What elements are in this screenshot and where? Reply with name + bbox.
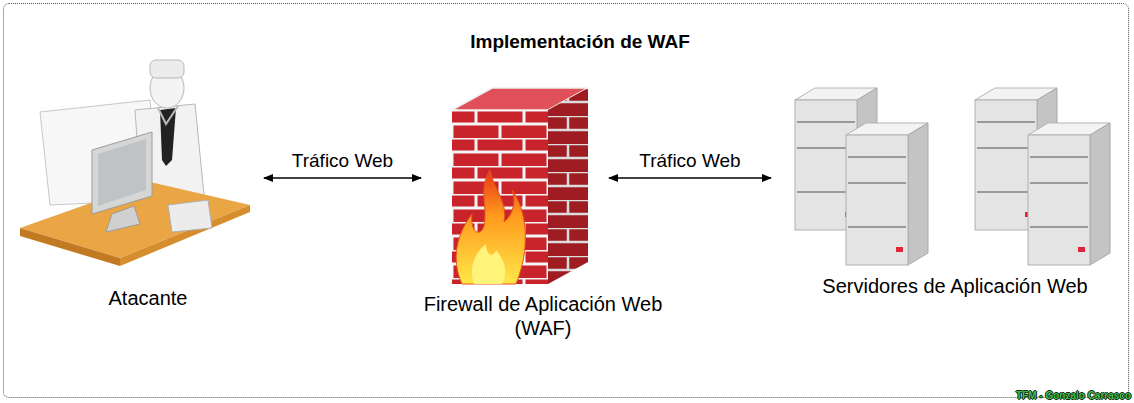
attacker-illustration (20, 60, 250, 266)
node-label: Atacante (109, 286, 188, 310)
traffic-arrow (609, 177, 771, 179)
firewall-illustration (452, 88, 588, 284)
watermark: TFM - Gonzalo Carrasco (1016, 390, 1131, 401)
server-illustration (795, 88, 1110, 265)
edge-label: Tráfico Web (289, 150, 396, 172)
node-group: Firewall de Aplicación Web (WAF) (398, 70, 688, 340)
traffic-arrow (264, 177, 421, 179)
node-label: Firewall de Aplicación Web (WAF) (408, 292, 678, 340)
node-label: Servidores de Aplicación Web (822, 274, 1087, 298)
node-group: Atacante (18, 70, 278, 310)
diagram-title: Implementación de WAF (470, 31, 690, 53)
node-group: Servidores de Aplicación Web (790, 70, 1120, 298)
edge-label: Tráfico Web (636, 150, 743, 172)
